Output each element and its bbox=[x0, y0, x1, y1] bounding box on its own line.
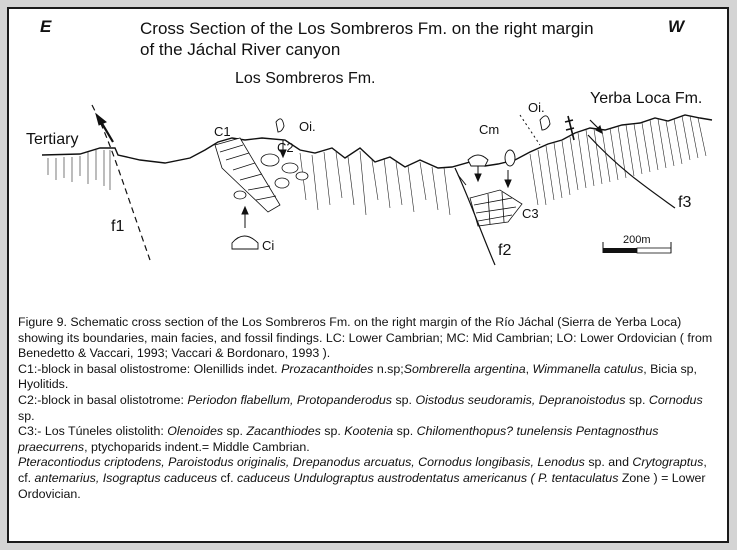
label-ci: Ci bbox=[262, 238, 275, 253]
figure-frame bbox=[7, 7, 729, 543]
yerba-loca-hachure bbox=[529, 115, 707, 206]
shell-icon bbox=[504, 149, 516, 167]
caption-c1: C1:-block in basal olistostrome: Olenill… bbox=[18, 361, 697, 392]
figure-caption: Figure 9. Schematic cross section of the… bbox=[18, 315, 718, 502]
los-sombreros-hachure bbox=[299, 150, 451, 216]
fault-arrows bbox=[95, 112, 603, 228]
caption-lower-ordovician: Pteracontiodus criptodens, Paroistodus o… bbox=[18, 455, 707, 501]
direction-west: W bbox=[668, 17, 685, 36]
graptolite-icon bbox=[564, 115, 575, 141]
olistostrome-blocks bbox=[233, 153, 309, 200]
fossil-icons bbox=[231, 115, 551, 250]
trilobite-icon bbox=[231, 235, 259, 250]
label-f1: f1 bbox=[111, 218, 125, 235]
unit-yerba-loca: Yerba Loca Fm. bbox=[590, 90, 703, 107]
direction-east: E bbox=[40, 17, 52, 36]
label-c3: C3 bbox=[522, 206, 539, 221]
caption-c2: C2:-block in basal olistotrome: Periodon… bbox=[18, 392, 703, 423]
trilobite-icon-cm bbox=[467, 154, 489, 167]
dotted-contact bbox=[519, 114, 541, 146]
caption-intro: Figure 9. Schematic cross section of the… bbox=[18, 315, 713, 361]
scale-label: 200m bbox=[623, 234, 651, 246]
label-c2: C2 bbox=[277, 140, 294, 155]
label-f3: f3 bbox=[678, 194, 692, 211]
label-f2: f2 bbox=[498, 242, 512, 259]
title-line-2: of the Jáchal River canyon bbox=[140, 40, 341, 59]
unit-tertiary: Tertiary bbox=[26, 131, 79, 148]
conodont-icon-2 bbox=[539, 115, 551, 131]
c3-block bbox=[469, 189, 523, 227]
scale-bar bbox=[602, 242, 672, 254]
unit-los-sombreros: Los Sombreros Fm. bbox=[235, 70, 376, 87]
conodont-icon bbox=[275, 118, 285, 133]
caption-c3: C3:- Los Túneles olistolith: Olenoides s… bbox=[18, 424, 659, 454]
c1-block bbox=[214, 137, 281, 213]
label-c1: C1 bbox=[214, 124, 231, 139]
label-oi-right: Oi. bbox=[528, 100, 545, 115]
label-cm: Cm bbox=[479, 122, 500, 137]
surface-profile bbox=[41, 114, 713, 169]
cross-section-diagram bbox=[41, 104, 713, 266]
tertiary-hachure bbox=[47, 150, 111, 190]
title-line-1: Cross Section of the Los Sombreros Fm. o… bbox=[140, 19, 594, 38]
label-oi-left: Oi. bbox=[299, 119, 316, 134]
